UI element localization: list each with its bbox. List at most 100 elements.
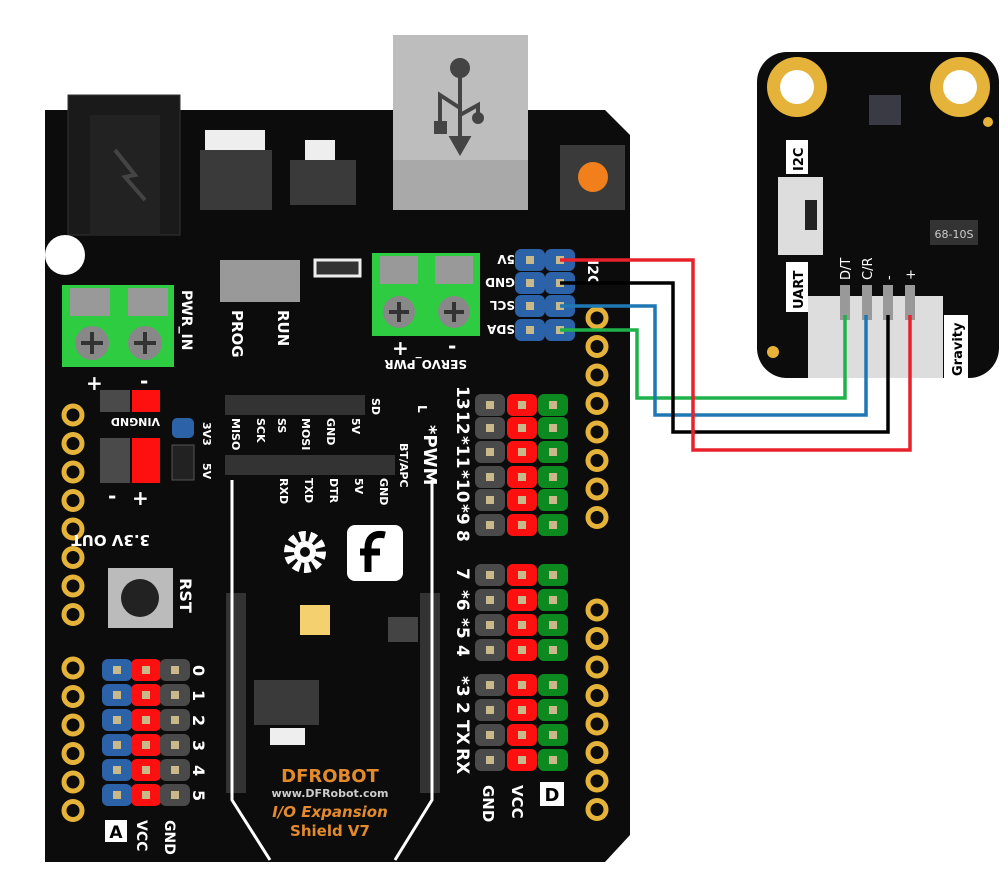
mode-i2c-label: I2C bbox=[792, 148, 807, 171]
digital-pin-label: TX bbox=[452, 720, 472, 745]
digital-pin-label: 8 bbox=[452, 530, 472, 542]
pin-minus-label: - bbox=[882, 275, 897, 280]
prog-label: PROG bbox=[228, 310, 246, 358]
analog-pin-vcc-pad bbox=[142, 666, 150, 674]
analog-pin-signal-pad bbox=[113, 766, 121, 774]
i2c-pin-pad bbox=[526, 256, 534, 264]
digital-pin-label: *9 bbox=[452, 504, 472, 525]
sd-header-label: GND bbox=[324, 418, 337, 445]
wire-gnd-to-sensor bbox=[560, 281, 890, 434]
gravity-label: Gravity bbox=[951, 322, 966, 376]
digital-pin-label: 12 bbox=[452, 411, 472, 435]
header-hole bbox=[61, 799, 85, 822]
header-hole bbox=[585, 506, 609, 529]
digital-pin-vcc-pad bbox=[518, 706, 526, 714]
servo-pwr-terminal bbox=[372, 253, 480, 336]
digital-pin-label: *3 bbox=[452, 676, 472, 697]
bt-header-label: DTR bbox=[327, 478, 340, 504]
header-hole bbox=[585, 798, 609, 821]
shield-name-line2: Shield V7 bbox=[290, 822, 370, 840]
digital-pin-vcc-pad bbox=[518, 424, 526, 432]
digital-pin-label: 2 bbox=[452, 702, 472, 714]
digital-pin-vcc-pad bbox=[518, 621, 526, 629]
i2c-pin-pad bbox=[526, 279, 534, 287]
digital-pin-gnd-pad bbox=[486, 401, 494, 409]
digital-pin-signal-pad bbox=[549, 596, 557, 604]
digital-pin-label: *11 bbox=[452, 436, 472, 469]
digital-gnd-label: GND bbox=[479, 785, 497, 822]
out-minus-label: - bbox=[108, 484, 116, 508]
analog-pin-signal-pad bbox=[113, 716, 121, 724]
io-expansion-shield bbox=[45, 35, 630, 862]
digital-pin-vcc-pad bbox=[518, 448, 526, 456]
digital-pin-signal-pad bbox=[549, 521, 557, 529]
header-hole bbox=[61, 432, 85, 455]
digital-pin-vcc-pad bbox=[518, 473, 526, 481]
analog-pin-gnd-pad bbox=[171, 741, 179, 749]
analog-pin-label: 5 bbox=[189, 790, 208, 801]
digital-pin-signal-pad bbox=[549, 424, 557, 432]
digital-pin-signal-pad bbox=[549, 473, 557, 481]
prog-run-switch[interactable] bbox=[220, 260, 300, 302]
digital-pin-gnd-pad bbox=[486, 706, 494, 714]
digital-pin-signal-pad bbox=[549, 756, 557, 764]
reset-button[interactable] bbox=[108, 568, 173, 628]
shield-pins-and-labels: 5VGNDSCLSDASD5VGNDMOSISSSCKMISOBT/APCGND… bbox=[61, 249, 609, 855]
pwr-plus-label: + bbox=[86, 371, 103, 395]
analog-pin-vcc-pad bbox=[142, 766, 150, 774]
bt-header-label: BT/APC bbox=[397, 443, 410, 488]
header-hole bbox=[585, 420, 609, 444]
servo-plus-label: + bbox=[392, 336, 409, 360]
i2c-label-sda: SDA bbox=[486, 322, 515, 336]
analog-badge-label: A bbox=[109, 823, 123, 843]
analog-pin-vcc-pad bbox=[142, 791, 150, 799]
analog-pin-label: 2 bbox=[189, 715, 208, 726]
analog-pin-gnd-pad bbox=[171, 691, 179, 699]
header-hole bbox=[585, 598, 609, 622]
header-hole bbox=[61, 685, 85, 708]
analog-pin-label: 4 bbox=[189, 765, 208, 776]
digital-pin-vcc-pad bbox=[518, 756, 526, 764]
digital-pin-vcc-pad bbox=[518, 681, 526, 689]
digital-pin-vcc-pad bbox=[518, 401, 526, 409]
digital-pin-gnd-pad bbox=[486, 473, 494, 481]
header-hole bbox=[585, 392, 609, 415]
i2c-pin-pad bbox=[526, 302, 534, 310]
header-hole bbox=[61, 546, 85, 569]
digital-pin-gnd-pad bbox=[486, 448, 494, 456]
digital-pin-gnd-pad bbox=[486, 571, 494, 579]
mode-uart-label: UART bbox=[792, 270, 807, 309]
pwm-label: *PWM bbox=[419, 425, 440, 485]
analog-badge bbox=[105, 820, 127, 842]
servo-pwr-label: SERVO_PWR bbox=[384, 356, 467, 371]
analog-pin-gnd-pad bbox=[171, 791, 179, 799]
header-hole bbox=[61, 713, 85, 737]
digital-pin-signal-pad bbox=[549, 646, 557, 654]
digital-pin-label: *10 bbox=[452, 470, 472, 503]
bt-header-label: TXD bbox=[302, 478, 315, 503]
digital-pin-signal-pad bbox=[549, 496, 557, 504]
pin-dt-label: D/T bbox=[839, 258, 854, 280]
digital-pin-signal-pad bbox=[549, 621, 557, 629]
header-hole bbox=[585, 363, 609, 387]
analog-pin-label: 0 bbox=[189, 665, 208, 676]
regulator-label: 68-10S bbox=[935, 228, 974, 241]
header-hole bbox=[61, 742, 85, 765]
pwr-in-terminal bbox=[62, 285, 174, 367]
shield-name-line1: I/O Expansion bbox=[272, 803, 388, 821]
run-label: RUN bbox=[274, 310, 292, 346]
out-3v3-label: 3.3V OUT bbox=[71, 531, 150, 549]
digital-pin-vcc-pad bbox=[518, 496, 526, 504]
header-hole bbox=[585, 655, 609, 679]
analog-gnd-label: GND bbox=[161, 820, 177, 855]
digital-pin-signal-pad bbox=[549, 681, 557, 689]
analog-pin-gnd-pad bbox=[171, 666, 179, 674]
analog-pin-signal-pad bbox=[113, 666, 121, 674]
i2c-label-gnd: GND bbox=[485, 275, 515, 289]
digital-pin-signal-pad bbox=[549, 401, 557, 409]
digital-pin-gnd-pad bbox=[486, 681, 494, 689]
digital-pin-vcc-pad bbox=[518, 731, 526, 739]
header-hole bbox=[585, 712, 609, 736]
analog-pin-vcc-pad bbox=[142, 741, 150, 749]
